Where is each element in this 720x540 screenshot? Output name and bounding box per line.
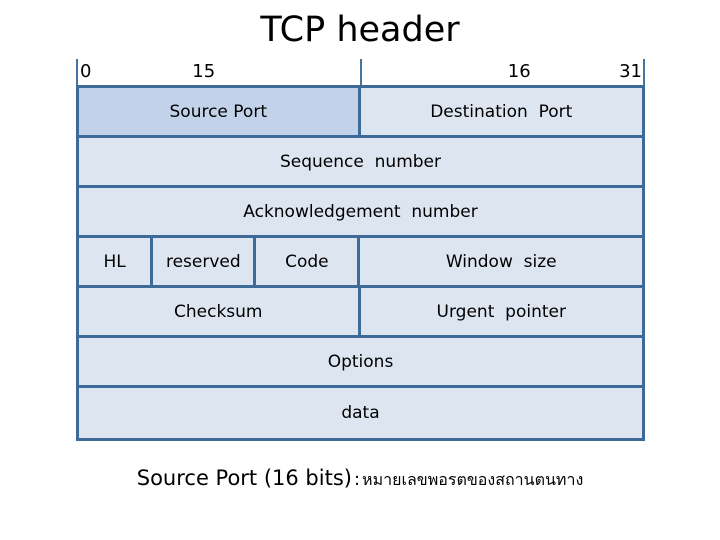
caption-separator: :: [353, 469, 361, 490]
field-urgent-pointer: Urgent pointer: [360, 288, 642, 335]
field-source-port: Source Port: [79, 88, 361, 135]
ruler-tick-bit0-icon: [76, 59, 78, 85]
field-header-length: HL: [79, 238, 154, 285]
page-title: TCP header: [260, 10, 460, 50]
bit-ruler: 0 15 16 31: [76, 59, 645, 85]
table-row: Sequence number: [79, 138, 642, 188]
ruler-tick-bit15-16-icon: [359, 59, 362, 85]
bit-ruler-left-half: 0 15: [76, 59, 361, 85]
bit-label-15: 15: [192, 61, 216, 82]
ruler-tick-bit31-icon: [643, 59, 645, 85]
field-sequence-number: Sequence number: [79, 138, 642, 185]
field-options: Options: [79, 338, 642, 385]
bit-ruler-right-half: 16 31: [361, 59, 646, 85]
field-code: Code: [256, 238, 361, 285]
field-window-size: Window size: [360, 238, 642, 285]
table-row: Options: [79, 338, 642, 388]
field-acknowledgement-number: Acknowledgement number: [79, 188, 642, 235]
table-row: data: [79, 388, 642, 438]
bit-label-16: 16: [507, 61, 531, 82]
field-destination-port: Destination Port: [360, 88, 642, 135]
table-row: Checksum Urgent pointer: [79, 288, 642, 338]
field-checksum: Checksum: [79, 288, 361, 335]
bit-label-31: 31: [619, 61, 642, 82]
header-field-table: Source Port Destination Port Sequence nu…: [76, 85, 645, 441]
caption-thai-text: หมายเลขพอรตของสถานตนทาง: [362, 470, 584, 489]
field-reserved: reserved: [153, 238, 257, 285]
bit-label-0: 0: [80, 61, 92, 82]
table-row: Source Port Destination Port: [79, 88, 642, 138]
table-row: Acknowledgement number: [79, 188, 642, 238]
caption: Source Port (16 bits):หมายเลขพอรตของสถาน…: [0, 466, 720, 493]
tcp-header-diagram: 0 15 16 31 Source Port Destination Port …: [76, 59, 645, 441]
caption-english-text: Source Port (16 bits): [136, 466, 352, 490]
field-data: data: [79, 388, 642, 438]
table-row: HL reserved Code Window size: [79, 238, 642, 288]
